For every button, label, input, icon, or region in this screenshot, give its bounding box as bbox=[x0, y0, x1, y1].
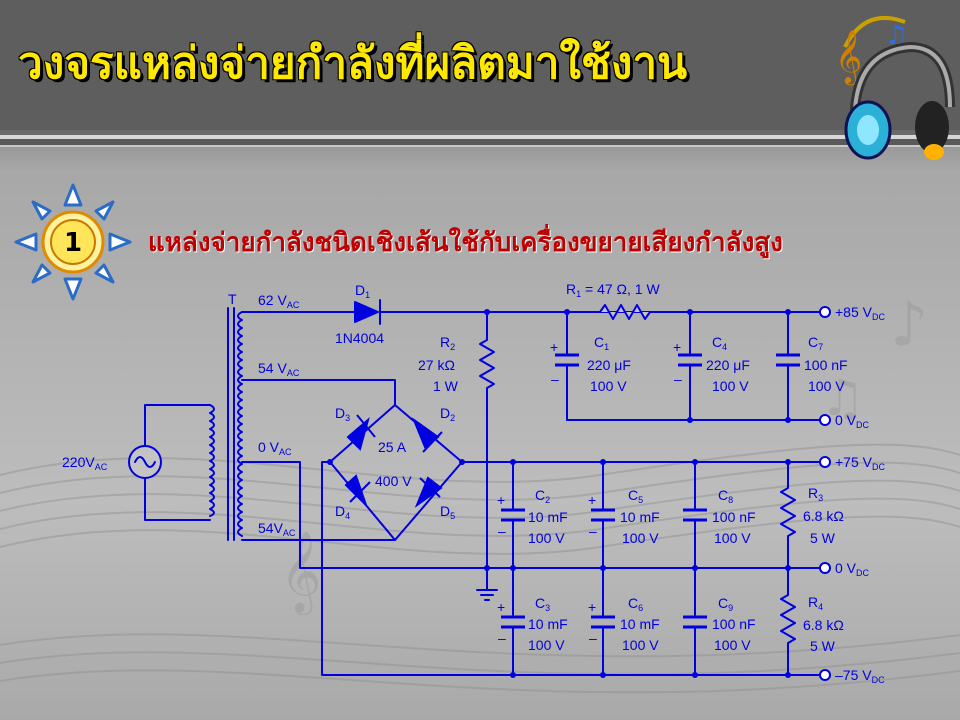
svg-text:100 V: 100 V bbox=[590, 378, 627, 394]
r3-power: 5 W bbox=[810, 530, 836, 546]
svg-text:100 V: 100 V bbox=[714, 637, 751, 653]
polarity-marks: + – + – + – + – + – + – bbox=[497, 339, 682, 646]
svg-text:C9: C9 bbox=[718, 595, 733, 613]
svg-text:–: – bbox=[674, 371, 682, 387]
page-title: วงจรแหล่งจ่ายกำลังที่ผลิตมาใช้งาน bbox=[18, 38, 688, 89]
svg-text:+: + bbox=[550, 339, 558, 355]
bridge-current-rating: 25 A bbox=[378, 439, 407, 455]
cap-labels: C1 220 μF 100 V C4 220 μF 100 V C7 100 n… bbox=[528, 334, 848, 653]
sun-badge: 1 bbox=[14, 183, 132, 301]
svg-text:C4: C4 bbox=[712, 334, 727, 352]
svg-text:10 mF: 10 mF bbox=[528, 509, 568, 525]
svg-text:+: + bbox=[497, 599, 505, 615]
r3-value: 6.8 kΩ bbox=[803, 508, 844, 524]
svg-text:10 mF: 10 mF bbox=[620, 509, 660, 525]
d3-label: D3 bbox=[335, 405, 350, 423]
tap-54v-bottom-label: 54VAC bbox=[258, 520, 296, 538]
svg-text:+: + bbox=[673, 339, 681, 355]
r3-label: R3 bbox=[808, 485, 823, 503]
d4-label: D4 bbox=[335, 503, 350, 521]
r4-power: 5 W bbox=[810, 638, 836, 654]
svg-text:100 V: 100 V bbox=[808, 378, 845, 394]
svg-text:C2: C2 bbox=[535, 487, 550, 505]
r2-power: 1 W bbox=[433, 378, 459, 394]
svg-text:10 mF: 10 mF bbox=[620, 616, 660, 632]
svg-text:10 mF: 10 mF bbox=[528, 616, 568, 632]
svg-text:100 V: 100 V bbox=[622, 530, 659, 546]
svg-text:–: – bbox=[498, 523, 506, 539]
tap-0v-label: 0 VAC bbox=[258, 439, 292, 457]
svg-text:100 nF: 100 nF bbox=[712, 616, 756, 632]
svg-text:♪: ♪ bbox=[890, 290, 928, 360]
svg-text:C6: C6 bbox=[628, 595, 643, 613]
tap-54v-label: 54 VAC bbox=[258, 360, 300, 378]
output-85v: +85 VDC bbox=[835, 304, 885, 322]
output-75v: +75 VDC bbox=[835, 454, 885, 472]
headphones-icon: 𝄞 ♫ bbox=[835, 16, 955, 160]
svg-text:+: + bbox=[588, 599, 596, 615]
header-stripes bbox=[0, 130, 960, 175]
output-0v-mid: 0 VDC bbox=[835, 560, 870, 578]
svg-text:220 μF: 220 μF bbox=[587, 357, 631, 373]
svg-text:+: + bbox=[497, 492, 505, 508]
d1-part-label: 1N4004 bbox=[335, 330, 384, 346]
svg-text:100 V: 100 V bbox=[714, 530, 751, 546]
svg-text:C8: C8 bbox=[718, 487, 733, 505]
svg-text:–: – bbox=[498, 630, 506, 646]
d2-label: D2 bbox=[440, 405, 455, 423]
d1-label: D1 bbox=[355, 282, 370, 300]
music-staff-decoration: ♪ ♫ 𝄞 bbox=[0, 290, 960, 694]
bridge-voltage-rating: 400 V bbox=[375, 473, 412, 489]
svg-text:100 V: 100 V bbox=[528, 530, 565, 546]
r1-label: R1 = 47 Ω, 1 W bbox=[566, 281, 660, 299]
svg-text:C7: C7 bbox=[808, 334, 823, 352]
svg-text:100 nF: 100 nF bbox=[712, 509, 756, 525]
d5-label: D5 bbox=[440, 503, 455, 521]
svg-text:+: + bbox=[588, 492, 596, 508]
svg-text:100 V: 100 V bbox=[528, 637, 565, 653]
svg-text:–: – bbox=[589, 523, 597, 539]
section-subtitle: แหล่งจ่ายกำลังชนิดเชิงเส้นใช้กับเครื่องข… bbox=[148, 228, 783, 258]
r2-value: 27 kΩ bbox=[418, 357, 455, 373]
svg-text:C5: C5 bbox=[628, 487, 643, 505]
r4-label: R4 bbox=[808, 594, 823, 612]
svg-text:–: – bbox=[551, 371, 559, 387]
section-number: 1 bbox=[64, 228, 82, 258]
svg-text:C3: C3 bbox=[535, 595, 550, 613]
svg-text:100 V: 100 V bbox=[712, 378, 749, 394]
output-neg75v: –75 VDC bbox=[835, 667, 885, 685]
svg-text:220 μF: 220 μF bbox=[706, 357, 750, 373]
svg-text:C1: C1 bbox=[594, 334, 609, 352]
tap-62v-label: 62 VAC bbox=[258, 292, 300, 310]
svg-text:100 nF: 100 nF bbox=[804, 357, 848, 373]
svg-text:100 V: 100 V bbox=[622, 637, 659, 653]
header-bar bbox=[0, 0, 960, 130]
svg-text:–: – bbox=[589, 630, 597, 646]
content-background bbox=[0, 175, 960, 720]
output-0v-top: 0 VDC bbox=[835, 412, 870, 430]
source-label: 220VAC bbox=[62, 454, 108, 472]
transformer-label: T bbox=[228, 291, 237, 307]
r4-value: 6.8 kΩ bbox=[803, 617, 844, 633]
r2-label: R2 bbox=[440, 334, 455, 352]
